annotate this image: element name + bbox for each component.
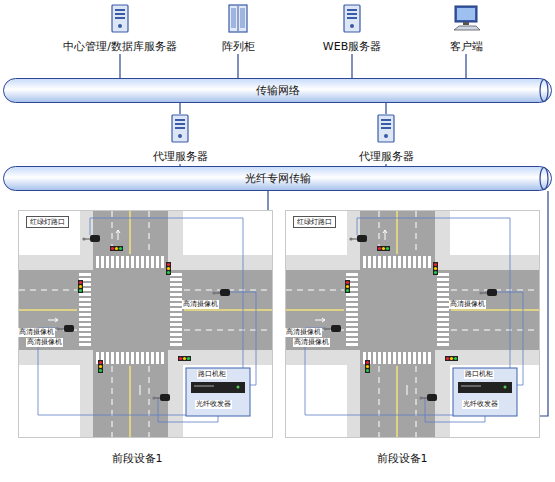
network-link <box>385 103 386 114</box>
camera-label: 高清摄像机 <box>182 300 219 309</box>
device-icon <box>447 4 486 35</box>
network-link <box>237 54 238 78</box>
network-band: 光纤专网传输 <box>3 166 552 191</box>
node-label: 代理服务器 <box>358 149 415 164</box>
pipe-end <box>539 166 549 191</box>
device-icon <box>219 4 258 35</box>
cabinet-label: 路口机柜 <box>197 370 227 379</box>
intersection-illustration <box>285 210 540 438</box>
node-label: 中心管理/数据库服务器 <box>62 39 178 54</box>
node-label: 代理服务器 <box>152 149 209 164</box>
device-icon <box>150 114 211 145</box>
device-icon <box>60 4 180 35</box>
node-label: 光纤专网传输 <box>245 171 311 186</box>
server-icon: 阵列柜 <box>219 4 258 54</box>
pipe-end <box>539 78 549 103</box>
server-icon: 代理服务器 <box>356 114 417 164</box>
camera-label: 高清摄像机 <box>449 300 486 309</box>
network-link <box>540 191 548 416</box>
server-icon: 客户端 <box>447 4 486 54</box>
node-label: 客户端 <box>449 39 484 54</box>
intersection-panel: 红绿灯路口 <box>18 210 273 438</box>
server-icon: WEB服务器 <box>320 4 384 54</box>
network-link <box>119 54 120 78</box>
intersection-panel: 红绿灯路口 <box>285 210 540 438</box>
node-label: WEB服务器 <box>322 39 382 54</box>
cabinet-label: 光纤收发器 <box>462 400 499 409</box>
server-icon: 中心管理/数据库服务器 <box>60 4 180 54</box>
camera-label: 高清摄像机 <box>26 338 63 347</box>
network-link <box>179 103 180 114</box>
network-link <box>465 54 466 78</box>
device-icon <box>320 4 384 35</box>
camera-label: 高清摄像机 <box>18 328 55 337</box>
cabinet-label: 路口机柜 <box>464 370 494 379</box>
camera-label: 高清摄像机 <box>285 328 322 337</box>
node-label: 阵列柜 <box>221 39 256 54</box>
node-label: 红绿灯路口 <box>26 216 69 228</box>
network-link <box>351 54 352 78</box>
intersection-illustration <box>18 210 273 438</box>
cabinet-label: 光纤收发器 <box>195 400 232 409</box>
node-label: 传输网络 <box>256 83 300 98</box>
server-icon: 代理服务器 <box>150 114 211 164</box>
node-label: 红绿灯路口 <box>293 216 336 228</box>
caption-label: 前段设备1 <box>377 451 428 466</box>
network-band: 传输网络 <box>3 78 552 103</box>
camera-label: 高清摄像机 <box>293 338 330 347</box>
caption-label: 前段设备1 <box>112 451 163 466</box>
device-icon <box>356 114 417 145</box>
